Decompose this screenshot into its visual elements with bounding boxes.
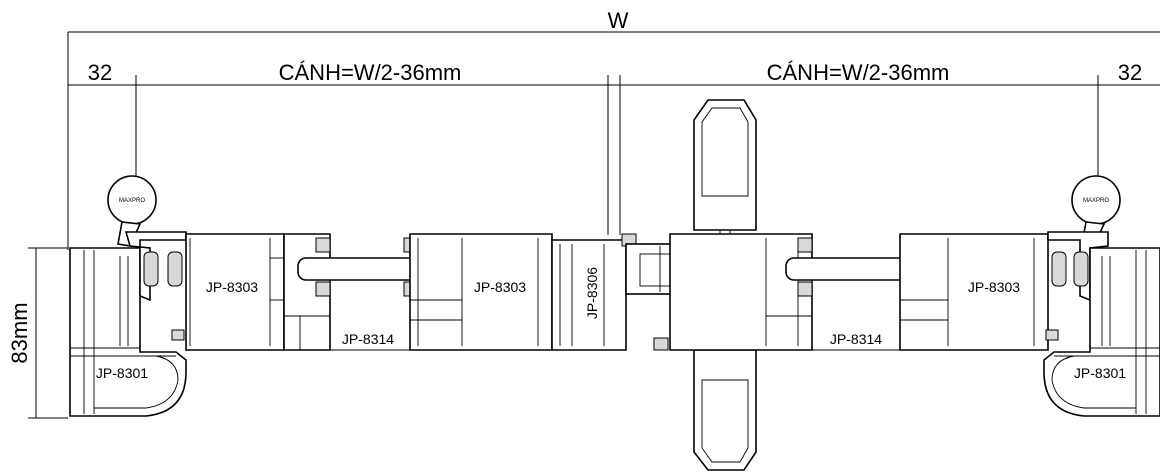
left-brand-label: MAXPRO	[119, 198, 145, 204]
right-sash-label: JP-8303	[968, 279, 1020, 295]
right-brand-label: MAXPRO	[1083, 198, 1109, 204]
left-margin-label: 32	[88, 60, 112, 85]
left-frame-profile: JP-8301	[69, 247, 187, 417]
right-inner-sash-profile	[669, 233, 813, 351]
dimension-lines	[28, 31, 1160, 419]
mullion-label: JP-8306	[584, 267, 600, 319]
left-sash-label: CÁNH=W/2-36mm	[279, 60, 462, 85]
right-margin-label: 32	[1118, 60, 1142, 85]
overall-width-label: W	[608, 8, 629, 33]
right-interlock	[1045, 231, 1109, 341]
left-bead-profile: JP-8314	[283, 233, 410, 351]
right-frame-label: JP-8301	[1074, 365, 1126, 381]
height-label: 83mm	[7, 302, 32, 363]
right-bead-label: JP-8314	[830, 331, 882, 347]
left-frame-label: JP-8301	[96, 365, 148, 381]
middle-sash-label: JP-8303	[474, 279, 526, 295]
left-bead-label: JP-8314	[342, 331, 394, 347]
mullion-profile: JP-8306	[551, 233, 669, 351]
middle-left-sash-profile: JP-8303	[409, 233, 553, 351]
right-frame-profile: JP-8301	[1043, 247, 1160, 417]
right-sash-profile: JP-8303	[899, 233, 1049, 351]
left-sash-label: JP-8303	[206, 279, 258, 295]
left-interlock	[124, 231, 187, 341]
right-bead-profile: JP-8314	[812, 331, 900, 351]
right-sash-label: CÁNH=W/2-36mm	[767, 60, 950, 85]
left-sash-profile: JP-8303	[185, 233, 285, 351]
